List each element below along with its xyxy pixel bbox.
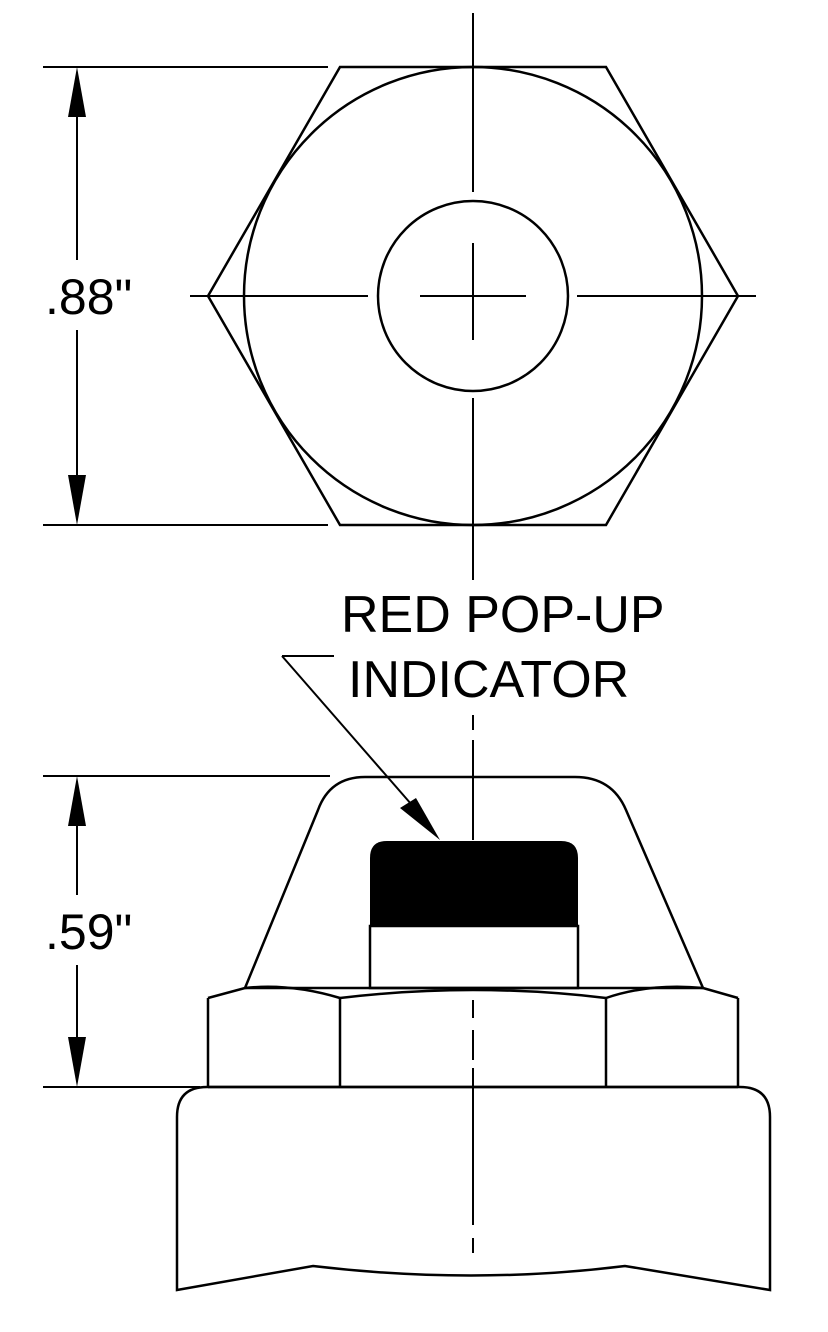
callout-line-1: RED POP-UP bbox=[341, 586, 665, 644]
leader-line bbox=[281, 655, 426, 821]
cap-outline bbox=[243, 775, 705, 989]
side-view bbox=[43, 655, 772, 1292]
arrow-down-icon bbox=[68, 475, 86, 525]
arrow-up-icon bbox=[68, 67, 86, 117]
arrow-down-icon bbox=[68, 1037, 86, 1087]
leader-arrow-icon bbox=[400, 798, 440, 840]
center-lines bbox=[190, 13, 756, 580]
dimension-059 bbox=[43, 775, 330, 1088]
dimension-label-height: .59" bbox=[45, 904, 132, 960]
arrow-up-icon bbox=[68, 776, 86, 826]
arrowheads bbox=[68, 67, 440, 1087]
indicator-stem bbox=[368, 924, 580, 990]
red-pop-up-indicator bbox=[370, 841, 578, 926]
dimension-088 bbox=[43, 66, 328, 526]
callout-line-2: INDICATOR bbox=[348, 651, 629, 709]
inner-circle bbox=[376, 199, 570, 393]
dimension-label-width: .88" bbox=[45, 269, 132, 325]
top-view bbox=[43, 13, 756, 580]
body-outline bbox=[175, 1085, 772, 1292]
